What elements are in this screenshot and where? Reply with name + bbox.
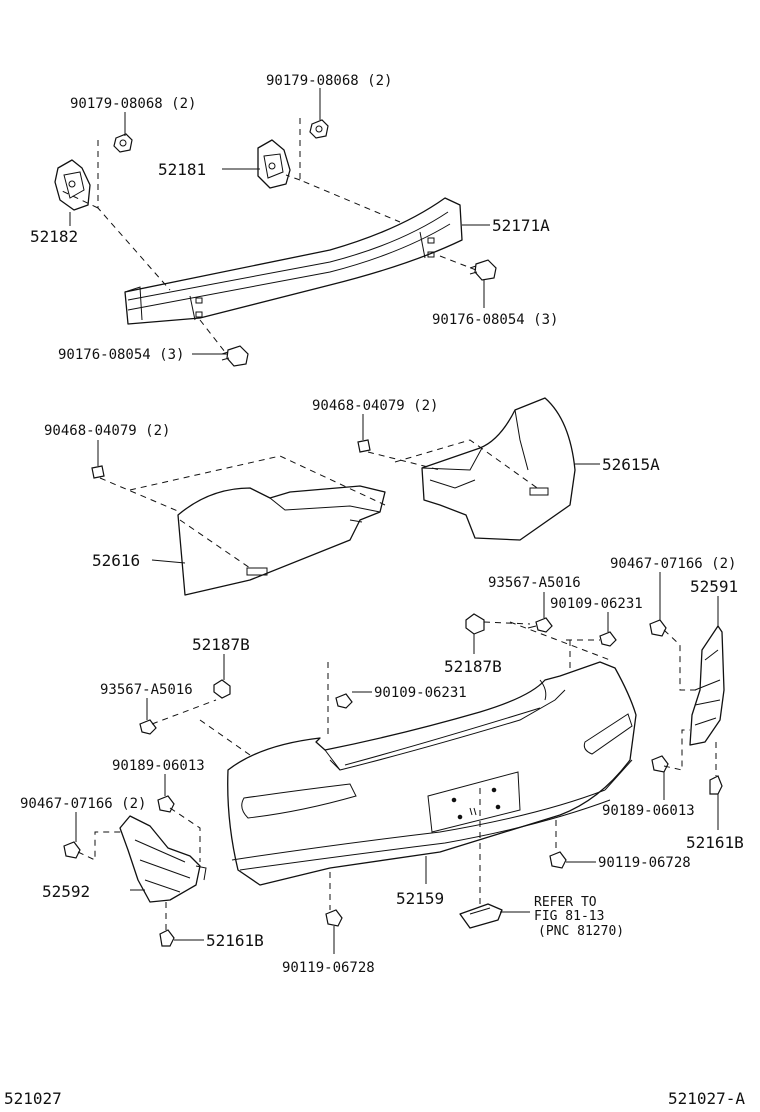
- clip-90468-left: [91, 465, 105, 479]
- label-90189-right: 90189-06013: [602, 803, 695, 819]
- nut-90179-left: [113, 133, 133, 153]
- clip-90468-right: [357, 439, 371, 453]
- clip-90467-left: [63, 841, 81, 859]
- bracket-52182: [54, 159, 91, 211]
- bolt-90119-bottom: [325, 909, 343, 927]
- screw-93567-left: [139, 719, 157, 735]
- screw-90109-right: [599, 631, 617, 647]
- label-52187B-right: 52187B: [444, 657, 502, 676]
- license-lamp-refer: [459, 903, 503, 929]
- label-90176-left: 90176-08054 (3): [58, 347, 184, 363]
- label-90189-left: 90189-06013: [112, 758, 205, 774]
- label-52161B-left: 52161B: [206, 931, 264, 950]
- label-90119-bottom: 90119-06728: [282, 960, 375, 976]
- bumper-cover-52159: [227, 661, 637, 886]
- label-52171A: 52171A: [492, 216, 550, 235]
- side-bracket-52591: [689, 625, 725, 746]
- clip-90467-right: [649, 619, 667, 637]
- grommet-52187B-left: [213, 679, 231, 699]
- label-93567-right: 93567-A5016: [488, 575, 581, 591]
- nut-90179-right: [309, 119, 329, 139]
- side-bracket-52592: [119, 815, 207, 903]
- label-90119-right: 90119-06728: [598, 855, 691, 871]
- label-52591: 52591: [690, 577, 738, 596]
- label-52615A: 52615A: [602, 455, 660, 474]
- clip-52161B-right: [709, 775, 723, 795]
- clip-52161B-left: [159, 929, 175, 947]
- bolt-90176-right: [469, 259, 497, 281]
- diagram-code-left: 521027: [4, 1089, 62, 1108]
- label-52161B-right: 52161B: [686, 833, 744, 852]
- bumper-reinforcement-52171A: [124, 197, 463, 325]
- bolt-90176-left: [221, 345, 249, 367]
- label-52181: 52181: [158, 160, 206, 179]
- screw-90109-center: [335, 693, 353, 709]
- diagram-code-right: 521027-A: [668, 1089, 745, 1108]
- label-refer-line1: REFER TO: [534, 895, 597, 910]
- label-refer-line3: (PNC 81270): [538, 924, 624, 939]
- label-90467-right: 90467-07166 (2): [610, 556, 736, 572]
- label-52592: 52592: [42, 882, 90, 901]
- label-52159: 52159: [396, 889, 444, 908]
- label-refer-line2: FIG 81-13: [534, 909, 604, 924]
- label-90179-right: 90179-08068 (2): [266, 73, 392, 89]
- label-52616: 52616: [92, 551, 140, 570]
- label-90176-right: 90176-08054 (3): [432, 312, 558, 328]
- label-90109-center: 90109-06231: [374, 685, 467, 701]
- label-52187B-left: 52187B: [192, 635, 250, 654]
- label-90467-left: 90467-07166 (2): [20, 796, 146, 812]
- label-52182: 52182: [30, 227, 78, 246]
- label-93567-left: 93567-A5016: [100, 682, 193, 698]
- bracket-52181: [257, 139, 291, 189]
- label-90468-right: 90468-04079 (2): [312, 398, 438, 414]
- label-90468-left: 90468-04079 (2): [44, 423, 170, 439]
- label-90109-right: 90109-06231: [550, 596, 643, 612]
- label-90179-left: 90179-08068 (2): [70, 96, 196, 112]
- absorber-52616: [177, 485, 386, 596]
- grommet-52187B-right: [465, 613, 485, 635]
- screw-93567-right: [527, 617, 553, 633]
- bolt-90119-right: [549, 851, 567, 869]
- absorber-52615A: [421, 397, 576, 541]
- nut-90189-right: [651, 755, 669, 773]
